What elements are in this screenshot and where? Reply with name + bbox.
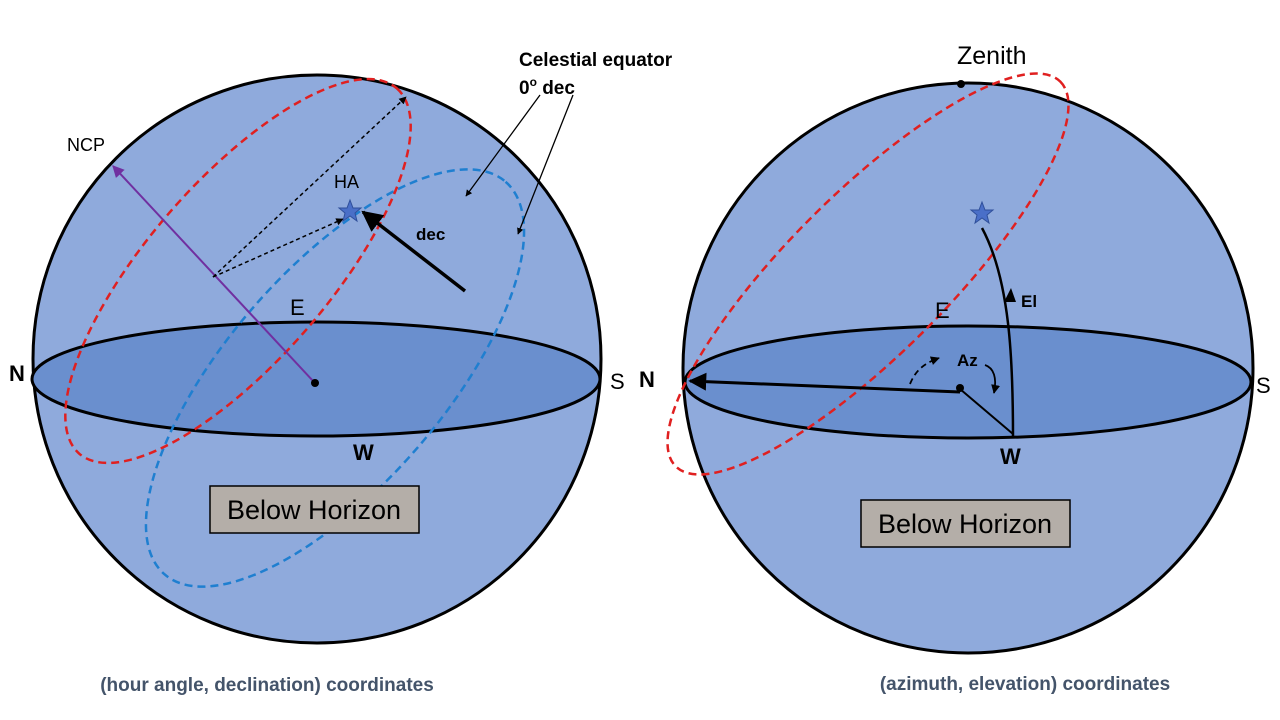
star-icon-right (969, 200, 995, 225)
right-diagram: Zenith El Az E W N S Below Horizon (azim… (639, 42, 1271, 695)
equator-pointer-2 (517, 94, 574, 235)
ncp-axis-arrow (112, 165, 315, 383)
star-path-circle (666, 72, 1070, 476)
dec-arrow (361, 210, 467, 293)
center-point-left (311, 379, 319, 387)
north-label-right: N (639, 367, 655, 392)
star-icon (337, 198, 363, 223)
zenith-point (957, 80, 965, 88)
south-label-left: S (610, 369, 625, 394)
el-label: El (1021, 292, 1037, 311)
caption-right: (azimuth, elevation) coordinates (880, 674, 1170, 695)
zenith-label: Zenith (957, 42, 1026, 70)
dec-label: dec (416, 225, 445, 244)
east-label-right: E (935, 298, 950, 323)
elevation-arc (980, 227, 1015, 438)
west-label-left: W (353, 440, 374, 465)
below-horizon-label-right: Below Horizon (878, 509, 1052, 539)
azimuth-arc-right (984, 364, 1000, 394)
equator-pointer-1 (465, 94, 541, 197)
az-label: Az (957, 351, 978, 370)
celestial-equator-label: Celestial equator (519, 50, 673, 71)
celestial-equator-ellipse (144, 168, 526, 588)
zero-dec-label: 0o dec (519, 75, 575, 99)
east-label-left: E (290, 295, 305, 320)
south-label-right: S (1256, 373, 1271, 398)
below-horizon-label-left: Below Horizon (227, 495, 401, 525)
star-declination-circle (64, 77, 412, 465)
left-diagram: NCP HA dec Celestial equator 0o dec E W … (9, 50, 673, 696)
west-label-right: W (1000, 444, 1021, 469)
north-label-left: N (9, 361, 25, 386)
caption-left: (hour angle, declination) coordinates (100, 675, 434, 696)
elevation-arrowhead (1004, 288, 1016, 302)
horizon-plane-right (683, 324, 1253, 440)
horizon-plane-left (30, 320, 602, 438)
ncp-label: NCP (67, 135, 105, 155)
below-horizon-box-right: Below Horizon (860, 499, 1071, 548)
ha-label: HA (334, 172, 359, 192)
center-point-right (956, 384, 964, 392)
ha-dashed-arrow-lower (212, 218, 344, 278)
azimuth-arc-left (909, 356, 940, 385)
ha-dashed-arrow-upper (212, 96, 407, 278)
west-radius-line (959, 388, 1014, 435)
below-horizon-box-left: Below Horizon (209, 485, 420, 534)
north-direction-arrow (688, 372, 961, 394)
